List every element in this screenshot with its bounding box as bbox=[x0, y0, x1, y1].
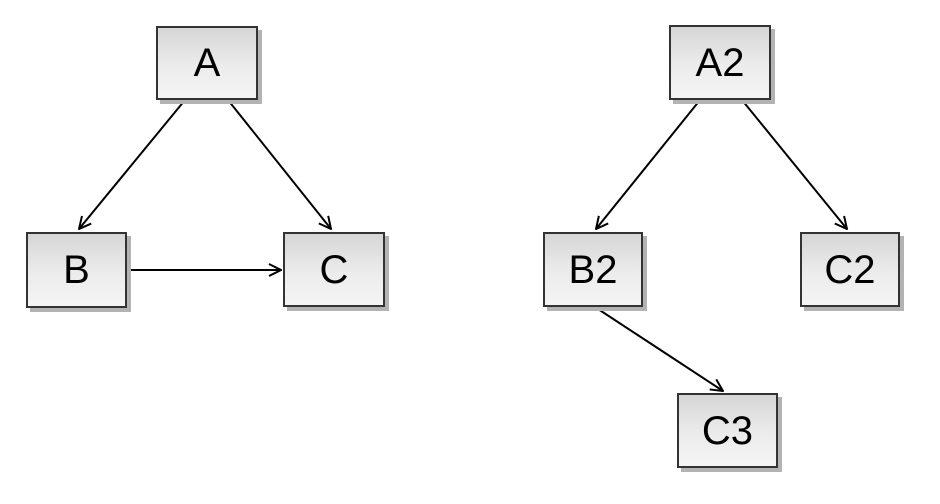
edge-A2-B2 bbox=[596, 99, 701, 229]
edge-A2-C2 bbox=[741, 99, 847, 229]
node-B2-label: B2 bbox=[568, 247, 618, 292]
node-A-label: A bbox=[193, 41, 221, 85]
node-B: B bbox=[26, 232, 127, 308]
edge-A-C bbox=[227, 99, 331, 229]
node-B-label: B bbox=[63, 248, 90, 292]
node-C2-label: C2 bbox=[824, 247, 876, 292]
node-A2: A2 bbox=[669, 25, 771, 100]
node-C2: C2 bbox=[800, 232, 900, 307]
node-A: A bbox=[156, 26, 258, 100]
node-C3-label: C3 bbox=[701, 408, 754, 453]
node-A2-label: A2 bbox=[695, 40, 745, 85]
node-C-label: C bbox=[319, 247, 349, 292]
edge-B2-C3 bbox=[594, 306, 723, 391]
edge-A-B bbox=[79, 99, 186, 229]
node-B2: B2 bbox=[543, 232, 643, 307]
node-C3: C3 bbox=[677, 393, 778, 468]
node-C: C bbox=[283, 232, 385, 307]
